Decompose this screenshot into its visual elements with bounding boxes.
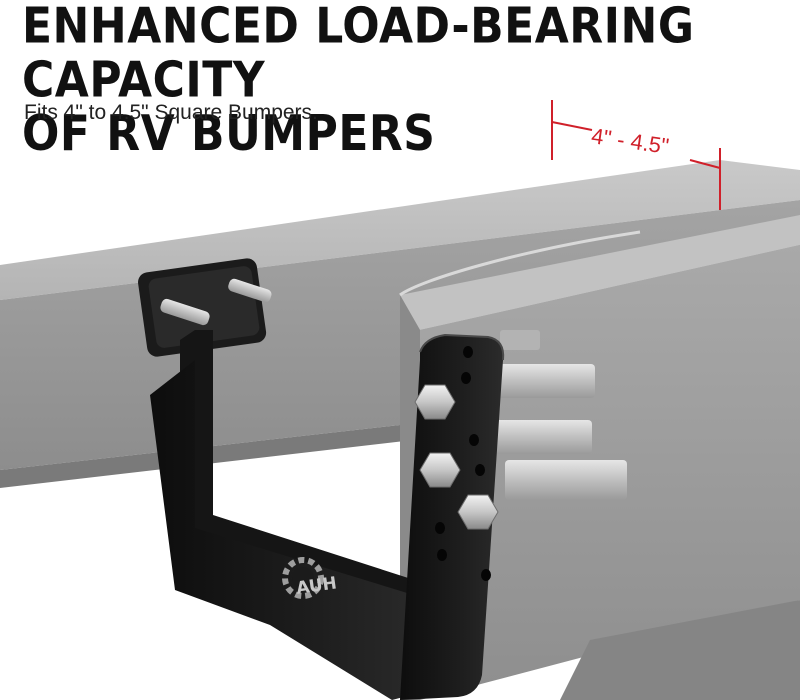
threaded-rods — [475, 330, 627, 500]
fitment-subtitle: Fits 4" to 4.5" Square Bumpers. — [24, 101, 318, 124]
hex-bolts — [414, 384, 499, 530]
headline-line-2: OF RV BUMPERS — [22, 105, 436, 163]
headline: ENHANCED LOAD-BEARING CAPACITY OF RV BUM… — [22, 0, 800, 161]
gear-icon — [282, 557, 324, 599]
headline-line-1: ENHANCED LOAD-BEARING CAPACITY — [22, 0, 695, 109]
mounting-bracket — [150, 330, 505, 700]
brand-logo: AUH — [282, 557, 338, 599]
stud-bolts — [160, 278, 272, 326]
